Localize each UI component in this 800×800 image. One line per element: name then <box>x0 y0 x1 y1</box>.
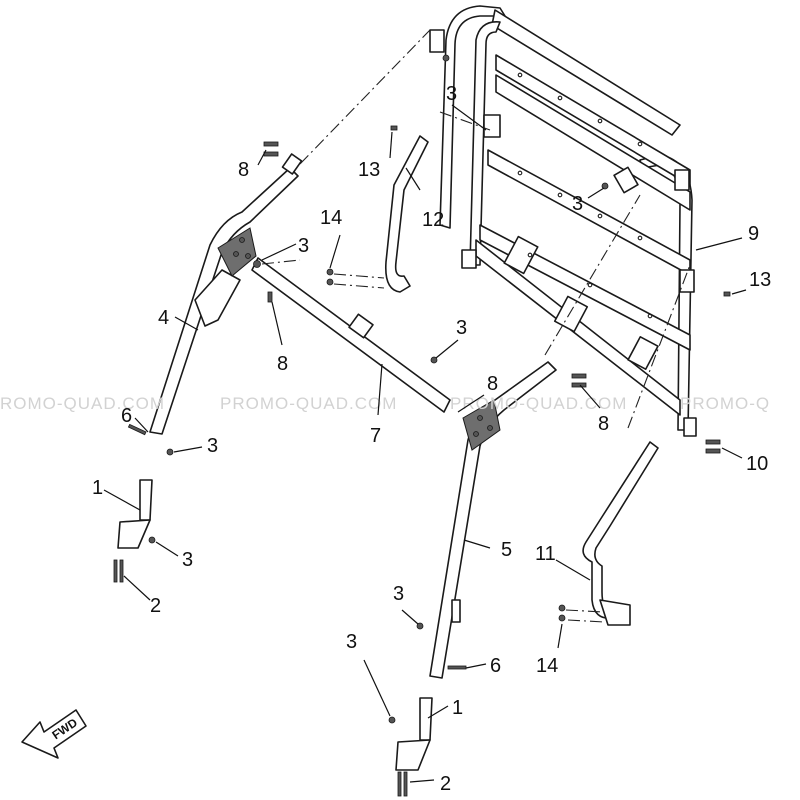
callout-12: 12 <box>422 209 444 231</box>
front-crossbar <box>251 257 451 413</box>
watermark-text-middle: PROMO-QUAD.COM <box>450 394 627 413</box>
callout-3-b: 3 <box>572 193 583 215</box>
callout-3-c: 3 <box>298 235 309 257</box>
watermark-text-center: PROMO-QUAD.COM <box>220 394 397 413</box>
callout-3-h: 3 <box>346 631 357 653</box>
callout-6-b: 6 <box>490 655 501 677</box>
assembly-center-lines <box>261 29 691 623</box>
callout-4: 4 <box>158 307 169 329</box>
hardware-items <box>113 54 731 797</box>
callout-3-f: 3 <box>182 549 193 571</box>
forward-direction-arrow: FWD <box>21 709 87 759</box>
callout-6-a: 6 <box>121 405 132 427</box>
mount-bracket-right <box>395 697 433 771</box>
callout-10: 10 <box>746 453 768 475</box>
rear-roll-hoop <box>429 5 697 437</box>
callout-3-g: 3 <box>393 583 404 605</box>
callout-1-b: 1 <box>452 697 463 719</box>
watermark: ROMO-QUAD.COM PROMO-QUAD.COM PROMO-QUAD.… <box>0 394 770 413</box>
watermark-text-right: PROMO-Q <box>680 394 770 413</box>
callout-14-b: 14 <box>536 655 558 677</box>
callout-3-e: 3 <box>207 435 218 457</box>
callout-8-d: 8 <box>598 413 609 435</box>
callout-14-a: 14 <box>320 207 342 229</box>
callout-labels: 3 3 3 3 3 3 3 3 3 8 8 8 8 13 13 12 14 14… <box>92 83 771 795</box>
callout-2-b: 2 <box>440 773 451 795</box>
callout-8-a: 8 <box>238 159 249 181</box>
front-left-pillar <box>149 153 303 435</box>
grab-handle-rear <box>384 135 429 293</box>
callout-13-a: 13 <box>358 159 380 181</box>
grab-handle-side <box>582 441 659 626</box>
callout-5: 5 <box>501 539 512 561</box>
callout-8-b: 8 <box>277 353 288 375</box>
callout-11: 11 <box>535 543 556 565</box>
callout-9: 9 <box>748 223 759 245</box>
callout-2-a: 2 <box>150 595 161 617</box>
callout-3-a: 3 <box>446 83 457 105</box>
callout-1-a: 1 <box>92 477 103 499</box>
watermark-text-left: ROMO-QUAD.COM <box>0 394 165 413</box>
callout-3-d: 3 <box>456 317 467 339</box>
leader-lines <box>103 104 747 783</box>
callout-13-b: 13 <box>749 269 771 291</box>
callout-8-c: 8 <box>487 373 498 395</box>
mount-bracket-left <box>117 479 153 549</box>
front-right-pillar <box>429 361 557 679</box>
callout-7: 7 <box>370 425 381 447</box>
